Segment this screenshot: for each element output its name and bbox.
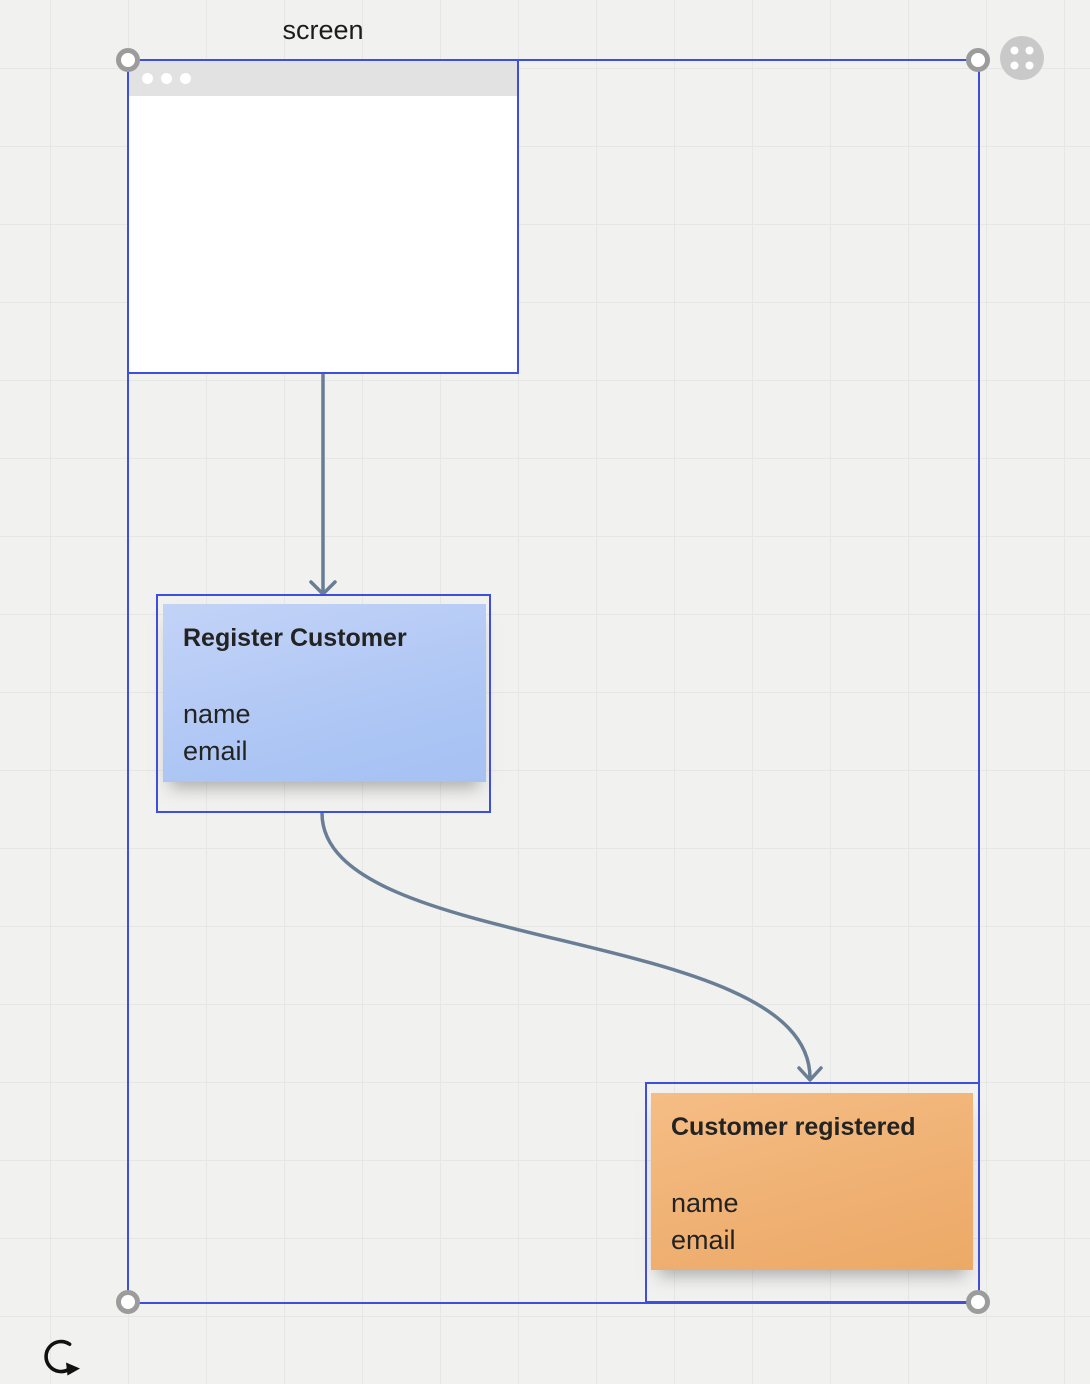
card-field: email <box>671 1225 736 1255</box>
card-field: name <box>671 1188 739 1218</box>
window-dot-icon <box>142 73 153 84</box>
browser-titlebar <box>129 61 517 96</box>
selection-bounding-box[interactable] <box>127 59 980 1304</box>
registered-card-selection-outline <box>645 1082 980 1303</box>
rotate-icon <box>44 1339 80 1376</box>
window-dot-icon <box>161 73 172 84</box>
card-customer-registered[interactable]: Customer registered name email <box>651 1093 973 1270</box>
browser-window-body <box>129 96 517 372</box>
browser-window-shape[interactable] <box>127 59 519 374</box>
card-field: email <box>183 736 248 766</box>
rotate-handle[interactable] <box>42 1336 86 1382</box>
selection-handle-bottom-left[interactable] <box>116 1290 140 1314</box>
register-card-selection-outline <box>156 594 491 813</box>
card-title: Customer registered <box>671 1113 916 1141</box>
screen-shape-title[interactable]: screen <box>282 15 364 45</box>
window-dot-icon <box>180 73 191 84</box>
card-title: Register Customer <box>183 624 407 652</box>
selection-handle-top-left[interactable] <box>116 48 140 72</box>
selection-handle-top-right[interactable] <box>966 48 990 72</box>
grid-dots-icon <box>1010 46 1034 70</box>
context-menu-button[interactable] <box>1000 36 1044 80</box>
card-register-customer[interactable]: Register Customer name email <box>163 604 486 782</box>
selection-handle-bottom-right[interactable] <box>966 1290 990 1314</box>
card-field: name <box>183 699 251 729</box>
